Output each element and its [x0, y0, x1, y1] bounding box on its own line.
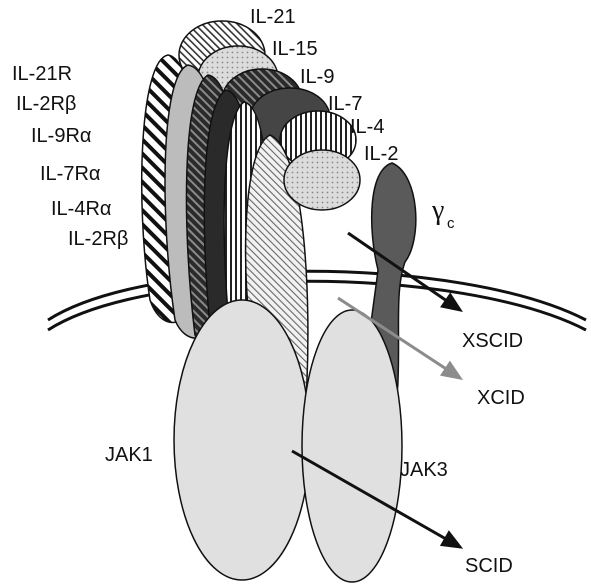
jak3-kinase — [302, 310, 402, 582]
label-common-gamma: γ c — [431, 195, 455, 232]
label-gamma-subscript: c — [447, 215, 455, 232]
label-gamma-symbol: γ — [431, 195, 444, 226]
jak1-kinase — [174, 300, 310, 580]
label-il4: IL-4 — [350, 116, 384, 138]
label-scid: SCID — [465, 555, 513, 577]
label-xscid: XSCID — [462, 330, 523, 352]
label-il2rb-upper: IL-2Rβ — [16, 93, 76, 115]
label-il21r: IL-21R — [12, 63, 72, 85]
label-il15: IL-15 — [272, 38, 318, 60]
label-il9ra: IL-9Rα — [31, 125, 91, 147]
label-xcid: XCID — [477, 387, 525, 409]
label-il7ra: IL-7Rα — [40, 163, 100, 185]
label-il7: IL-7 — [328, 93, 362, 115]
label-jak3: JAK3 — [400, 459, 448, 481]
label-il2: IL-2 — [364, 143, 398, 165]
label-il9: IL-9 — [300, 66, 334, 88]
cell-membrane — [48, 271, 586, 330]
label-il2rb-lower: IL-2Rβ — [68, 228, 128, 250]
il2-cytokine — [284, 150, 360, 210]
label-il21: IL-21 — [250, 6, 296, 28]
label-jak1: JAK1 — [105, 444, 153, 466]
label-il4ra: IL-4Rα — [51, 198, 111, 220]
